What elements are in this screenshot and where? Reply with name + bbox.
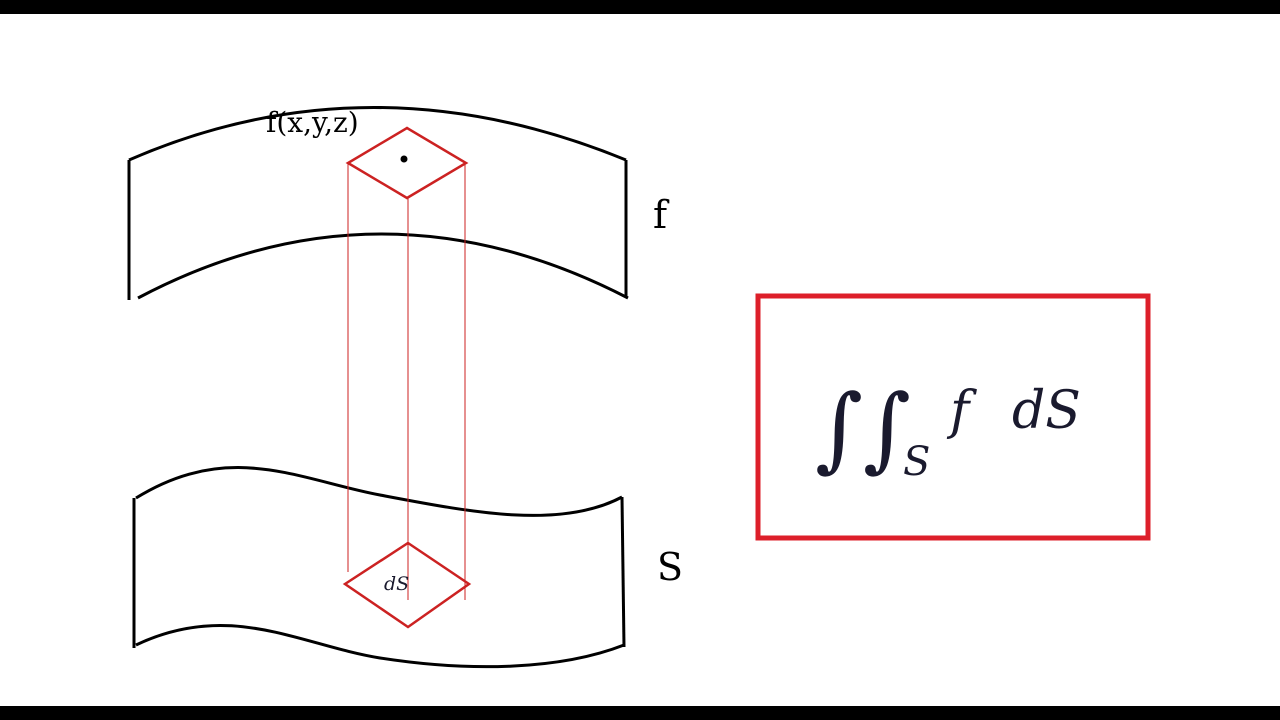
lower-surface-top-edge: [135, 466, 623, 517]
differential: dS: [1012, 381, 1081, 441]
area-element-label: dS: [384, 573, 409, 595]
point-label: f(x,y,z): [266, 106, 359, 139]
lower-surface-s: [132, 466, 626, 669]
sample-point: [400, 155, 408, 163]
double-integral-sign: ∫∫: [815, 375, 911, 482]
integral-subscript: S: [903, 439, 930, 485]
canvas-background: [0, 14, 1280, 706]
lower-surface-right-edge: [620, 496, 626, 648]
upper-surface-label: f: [653, 193, 670, 237]
area-element-patch: [342, 541, 472, 629]
upper-surface-f: [127, 106, 629, 300]
upper-surface-top-edge: [128, 106, 627, 162]
bottom-letterbox-bar: [0, 706, 1280, 720]
lower-surface-label: S: [657, 545, 683, 589]
projection-column: [347, 163, 466, 600]
top-letterbox-bar: [0, 0, 1280, 14]
lower-surface-bottom-edge: [135, 624, 625, 669]
formula-box: [755, 293, 1151, 541]
upper-surface-bottom-edge: [137, 232, 629, 300]
upper-surface-patch: [345, 126, 469, 200]
